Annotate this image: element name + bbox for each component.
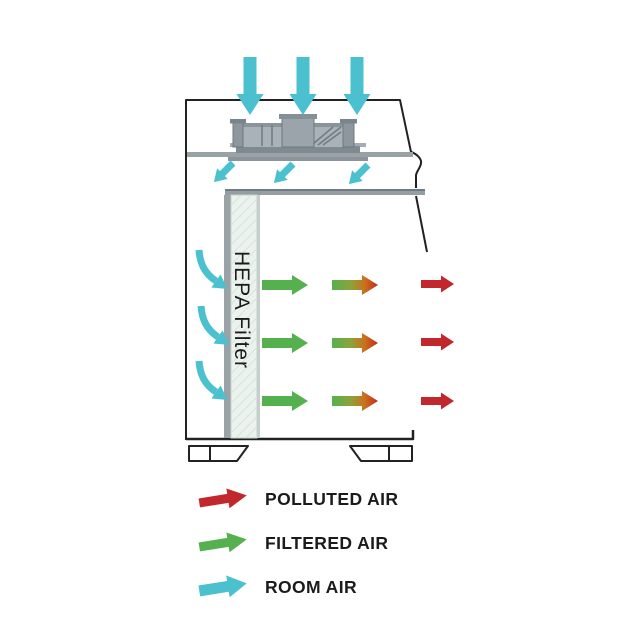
- cabinet-foot-left: [188, 445, 249, 462]
- room-air-diagonal-arrow: [208, 157, 239, 188]
- filtered-air-arrow: [262, 391, 308, 411]
- room-air-down-arrow: [343, 57, 371, 115]
- cabinet-foot-right: [349, 445, 413, 462]
- fan-flange-right: [340, 119, 357, 124]
- cabinet-left-top-walls: [185, 99, 412, 440]
- filtered-air-arrow-icon: [198, 532, 247, 553]
- legend-item-room-air: ROOM AIR: [198, 575, 398, 599]
- transition-air-arrow: [332, 333, 378, 353]
- polluted-air-arrow: [421, 275, 454, 293]
- hepa-filter-panel: HEPA Filter: [224, 194, 260, 439]
- room-air-arrow-icon: [198, 575, 247, 598]
- polluted-air-arrow: [421, 333, 454, 351]
- work-area-top-bar: [225, 189, 425, 195]
- fan-shelf: [187, 152, 413, 161]
- fan-plinth: [236, 146, 360, 153]
- work-area-top-bar-body: [225, 189, 425, 195]
- work-area-top-bar-edge: [225, 189, 425, 191]
- cabinet-front-sash-edge: [415, 195, 428, 253]
- transition-air-arrows: [332, 275, 378, 411]
- room-air-down-arrow: [289, 57, 317, 115]
- room-air-plenum-arrows: [208, 157, 374, 190]
- room-air-curved-arrows: [195, 249, 230, 401]
- legend-label-room-air: ROOM AIR: [265, 576, 357, 597]
- legend: POLLUTED AIR FILTERED AIR ROOM AIR: [198, 487, 398, 599]
- transition-air-arrow: [332, 391, 378, 411]
- room-air-curved-arrow: [197, 305, 230, 346]
- fan-flange-left: [230, 119, 246, 124]
- hepa-filter-label: HEPA Filter: [230, 251, 253, 369]
- room-air-diagonal-arrow: [268, 158, 299, 189]
- polluted-air-arrow: [421, 392, 454, 410]
- legend-label-filtered-air: FILTERED AIR: [265, 532, 389, 553]
- room-air-curved-arrow: [195, 249, 228, 290]
- transition-air-arrow: [332, 275, 378, 295]
- legend-item-filtered-air: FILTERED AIR: [198, 531, 398, 555]
- fan-unit: [230, 114, 366, 153]
- filtered-air-arrows: [262, 275, 308, 411]
- fan-end-plate-right: [342, 120, 355, 148]
- room-air-diagonal-arrow: [343, 159, 374, 190]
- fan-motor-box: [281, 115, 315, 148]
- fan-end-plate-left: [232, 120, 244, 148]
- polluted-air-arrows: [421, 275, 454, 410]
- legend-item-polluted-air: POLLUTED AIR: [198, 487, 398, 511]
- cabinet-front-notch: [410, 151, 423, 188]
- cabinet-feet: [188, 445, 413, 462]
- fan-shelf-underbar: [228, 157, 368, 161]
- filtered-air-arrow: [262, 275, 308, 295]
- fan-shelf-bar: [187, 152, 413, 157]
- fan-blade-lines: [261, 125, 342, 146]
- legend-label-polluted-air: POLLUTED AIR: [265, 488, 399, 509]
- room-air-intake-arrows: [236, 57, 371, 115]
- polluted-air-arrow-icon: [198, 488, 247, 509]
- filtered-air-arrow: [262, 333, 308, 353]
- room-air-curved-arrow: [195, 360, 228, 401]
- hepa-filter-frame-right: [257, 195, 260, 438]
- hepa-filter-frame-left: [224, 195, 231, 438]
- cabinet-worktop: [186, 430, 415, 441]
- fan-motor-lip: [279, 114, 317, 119]
- hepa-filter-media-hatch: [231, 195, 257, 438]
- room-air-down-arrow: [236, 57, 264, 115]
- cabinet-outline: [185, 99, 428, 441]
